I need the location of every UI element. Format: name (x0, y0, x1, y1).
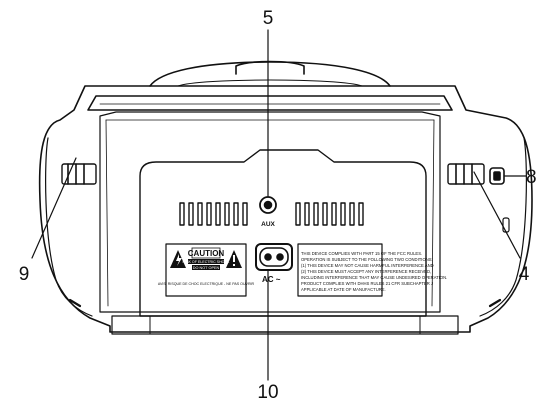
left-handle-slot (61, 163, 97, 185)
leader-9 (31, 157, 77, 259)
fcc-line: APPLICABLE AT DATE OF MANUFACTURE. (301, 287, 386, 292)
leader-4 (473, 171, 521, 259)
callout-4: 4 (519, 264, 530, 285)
side-button (502, 217, 510, 233)
aux-jack (259, 196, 277, 214)
fcc-line: (1) THIS DEVICE MAY NOT CAUSE HARMFUL IN… (301, 263, 434, 268)
body-outline (38, 85, 533, 333)
ac-label: AC ~ (262, 275, 281, 284)
caution-french: AVIS: RISQUE DE CHOC ELECTRIQUE - NE PAS… (158, 282, 255, 286)
caution-line-1: RISK OF ELECTRIC SHOCK (183, 260, 231, 264)
callout-5: 5 (263, 8, 274, 29)
right-handle-slot (447, 163, 485, 185)
callout-8: 8 (526, 167, 537, 188)
warning-triangles (170, 250, 242, 268)
right-vent (295, 202, 364, 226)
ac-socket (255, 243, 293, 271)
callout-10: 10 (257, 382, 278, 402)
inner-frame (99, 111, 441, 313)
fcc-line: PRODUCT COMPLIES WITH DHHS RULES 21 CFR … (301, 281, 433, 286)
callout-9: 9 (19, 264, 30, 285)
aux-label: AUX (261, 221, 275, 228)
fcc-line: INCLUDING INTERFERENCE THAT MAY CAUSE UN… (301, 275, 447, 280)
caution-line-2: DO NOT OPEN (193, 266, 220, 270)
fcc-line: (2) THIS DEVICE MUST ACCEPT ANY INTERFER… (301, 269, 431, 274)
caution-title: CAUTION (188, 249, 225, 258)
fcc-line: THIS DEVICE COMPLIES WITH PART 15 OF THE… (301, 251, 422, 256)
fcc-line: OPERATION IS SUBJECT TO THE FOLLOWING TW… (301, 257, 433, 262)
left-vent (179, 202, 248, 226)
fcc-label (297, 243, 383, 297)
base (111, 315, 459, 335)
caution-label (165, 243, 247, 297)
dc-socket (489, 167, 505, 185)
top-lid (87, 95, 453, 111)
top-handle (149, 61, 391, 87)
fcc-text: THIS DEVICE COMPLIES WITH PART 15 OF THE… (301, 251, 447, 292)
rear-plate (139, 149, 427, 317)
